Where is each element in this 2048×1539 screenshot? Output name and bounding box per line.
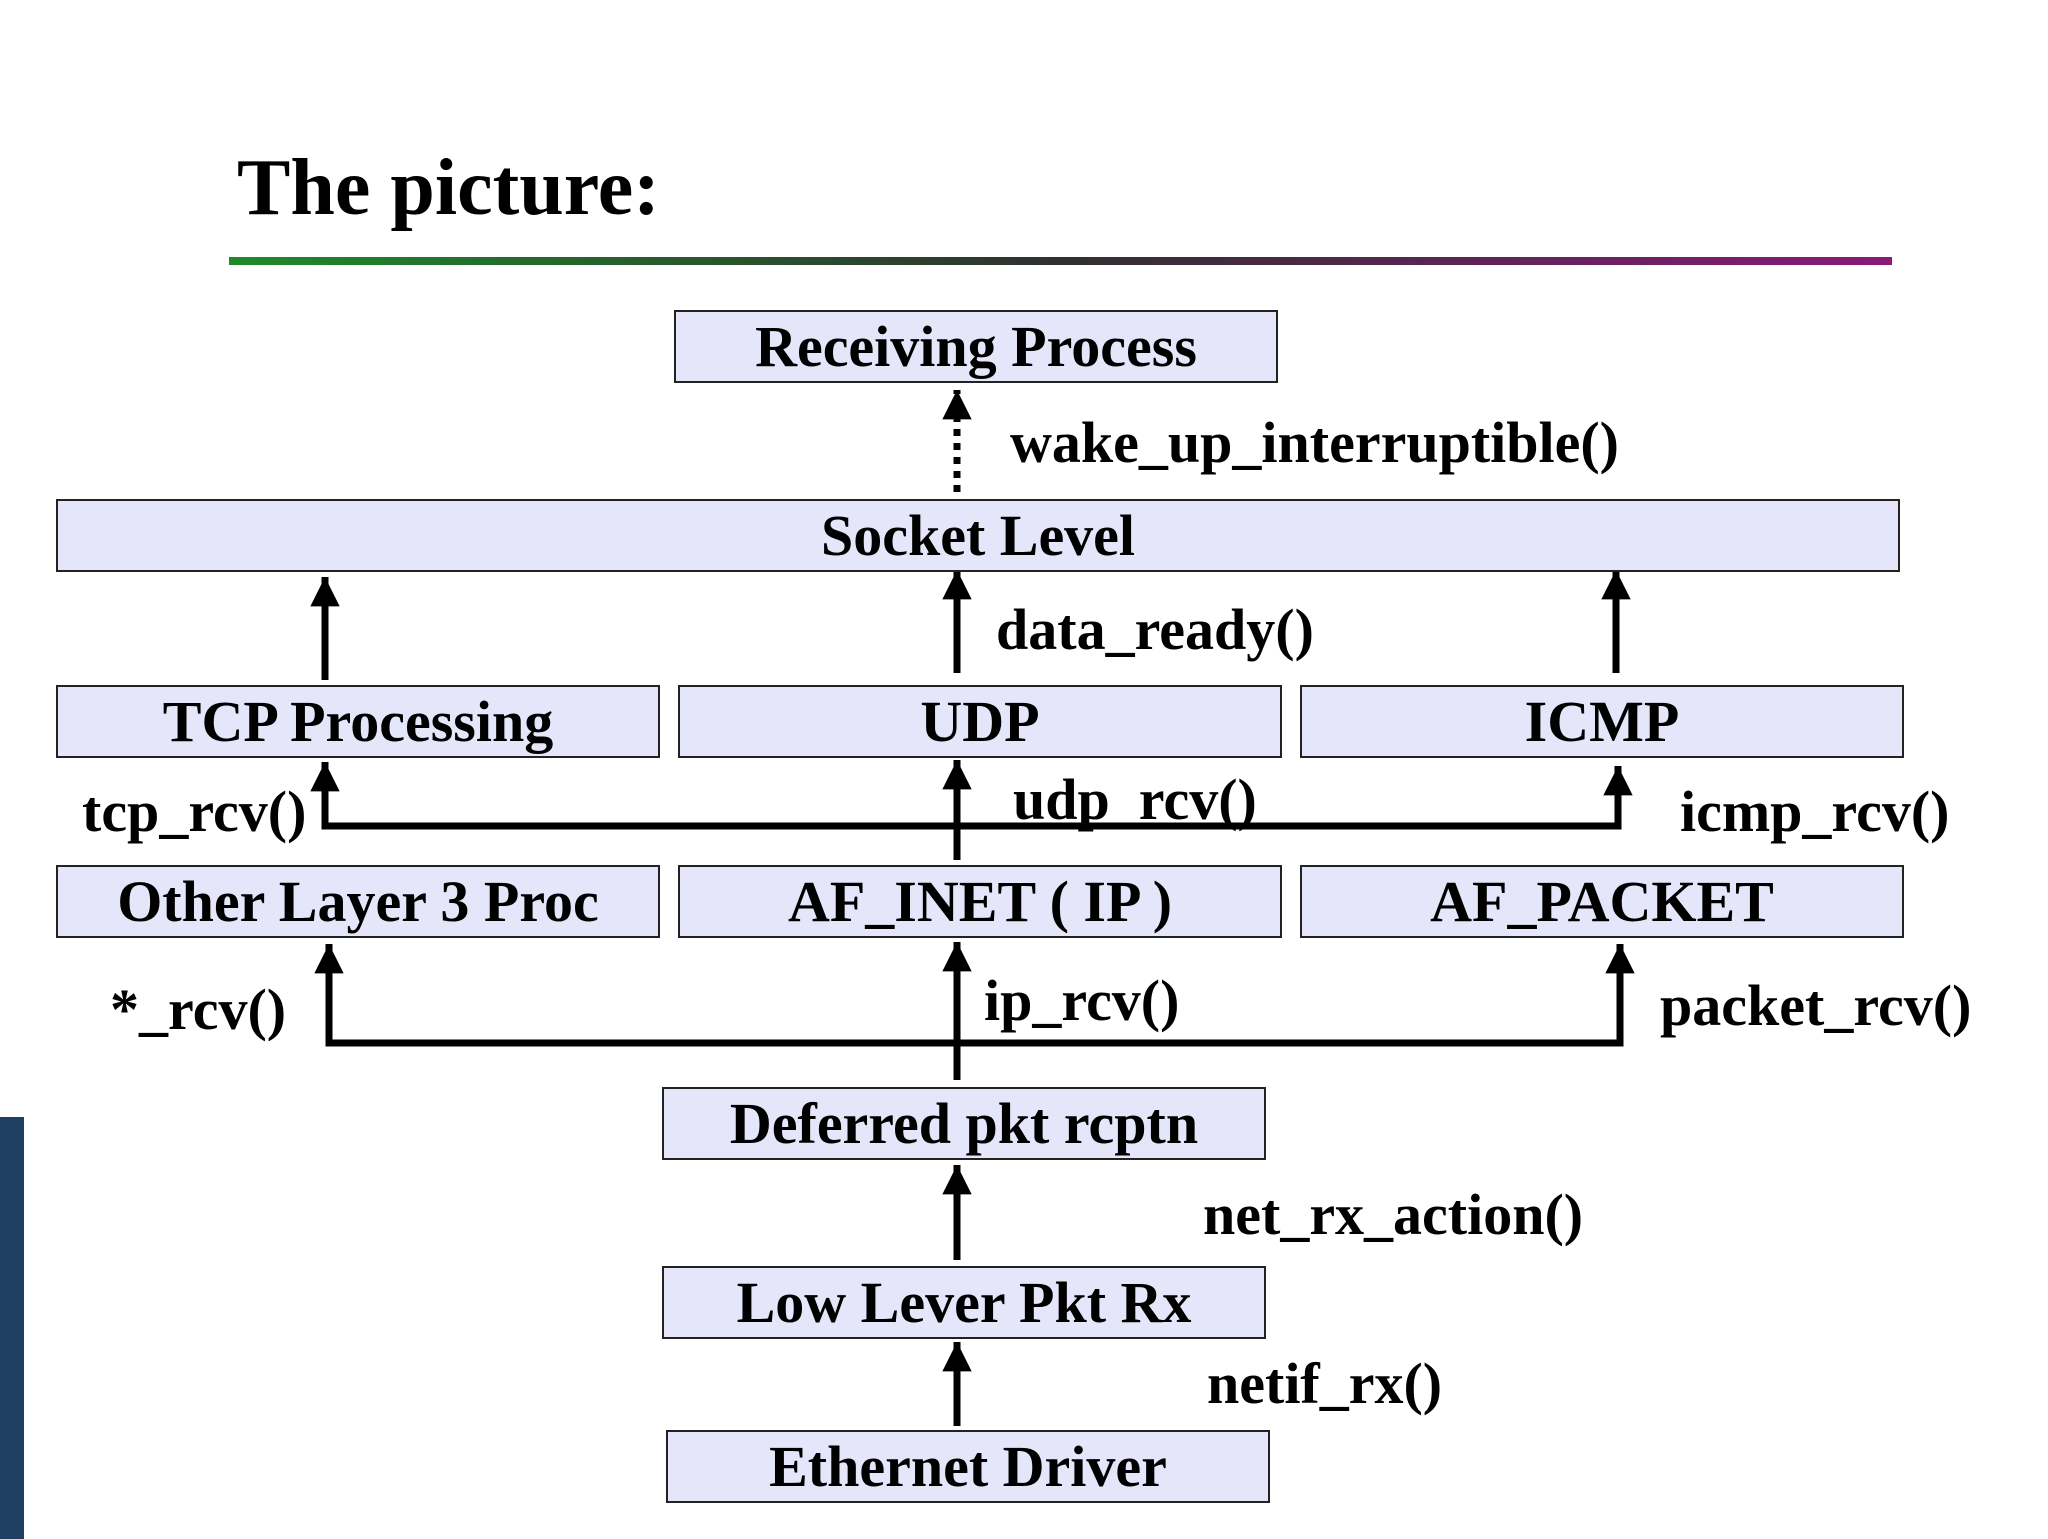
box-low-lever: Low Lever Pkt Rx [662,1266,1266,1339]
label-netif-rx: netif_rx() [1207,1351,1443,1416]
box-other-layer3: Other Layer 3 Proc [56,865,660,938]
slide-title: The picture: [237,144,660,232]
box-tcp-processing: TCP Processing [56,685,660,758]
box-af-inet: AF_INET ( IP ) [678,865,1282,938]
connector-l4-bus [321,810,1622,830]
label-packet-rcv: packet_rcv() [1660,973,1972,1038]
box-deferred: Deferred pkt rcptn [662,1087,1266,1160]
box-receiving-process: Receiving Process [674,310,1278,383]
label-udp-rcv: udp_rcv() [1013,767,1257,832]
box-ethernet-driver: Ethernet Driver [666,1430,1270,1503]
label-data-ready: data_ready() [996,597,1314,662]
label-net-rx-action: net_rx_action() [1203,1182,1584,1247]
box-socket-level: Socket Level [56,499,1900,572]
label-wake-up: wake_up_interruptible() [1010,410,1619,475]
box-af-packet: AF_PACKET [1300,865,1904,938]
label-ip-rcv: ip_rcv() [984,968,1180,1033]
label-tcp-rcv: tcp_rcv() [82,779,307,844]
box-icmp: ICMP [1300,685,1904,758]
box-udp: UDP [678,685,1282,758]
sidebar-accent [0,1117,24,1539]
label-icmp-rcv: icmp_rcv() [1680,779,1950,844]
connector-l3-bus [325,1000,1624,1047]
title-underline [229,257,1892,265]
label-star-rcv: *_rcv() [110,977,287,1042]
